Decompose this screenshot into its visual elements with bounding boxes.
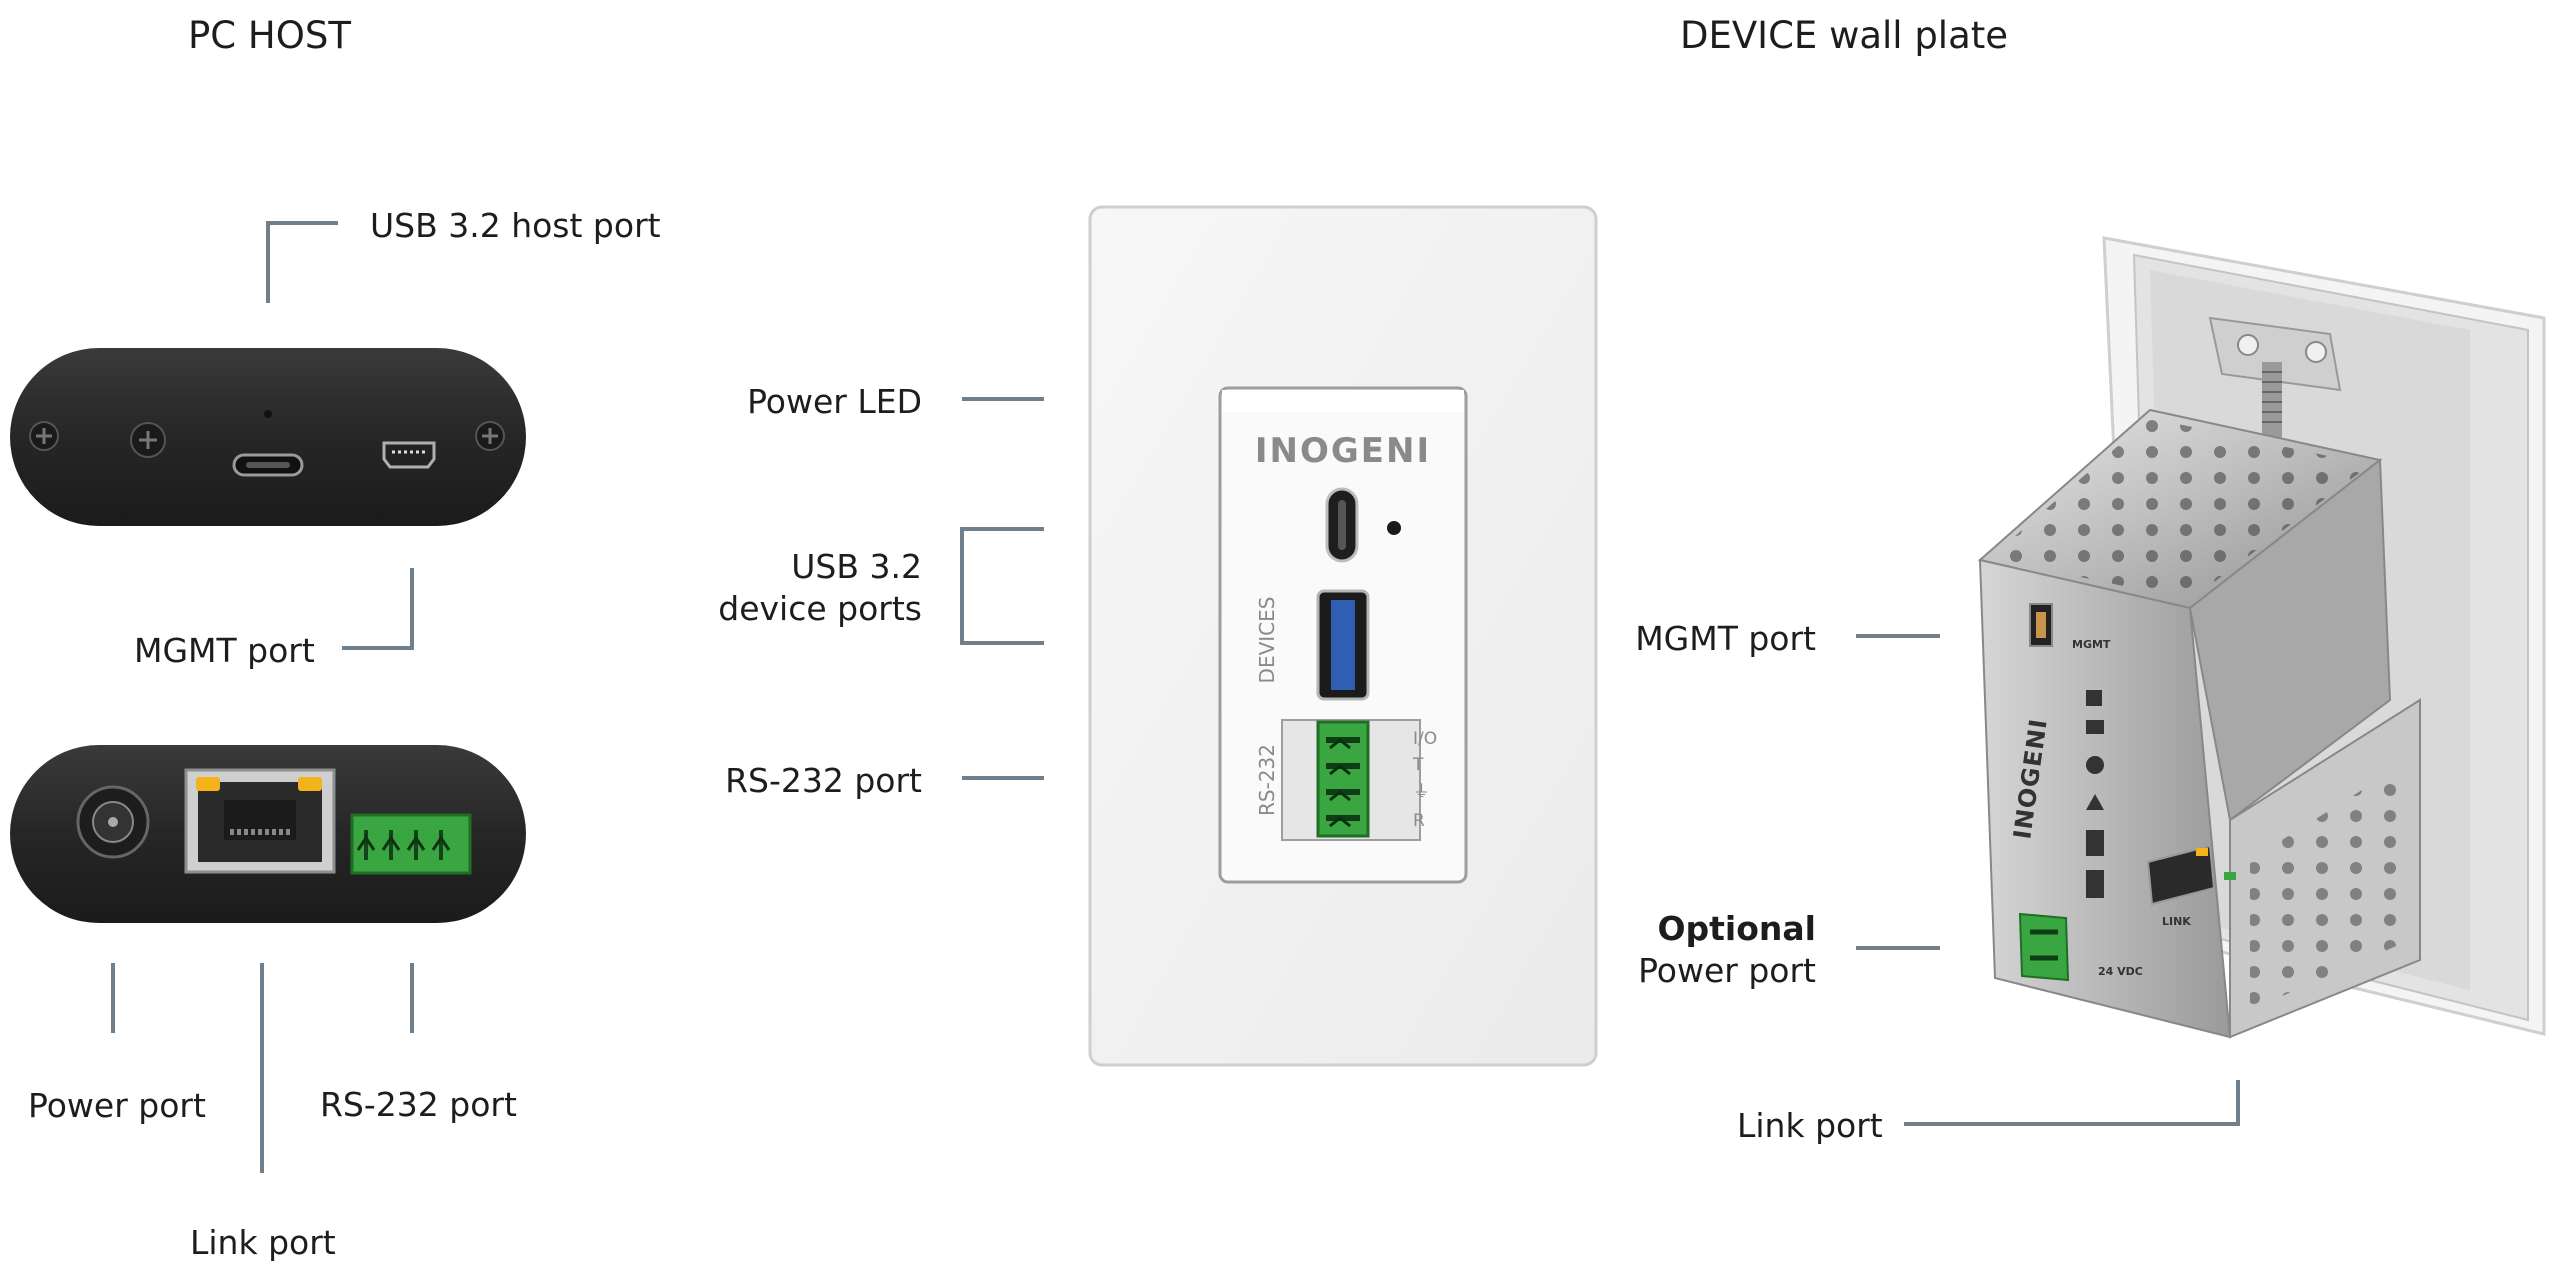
usb-c-port: [1325, 487, 1359, 563]
usb-a-port: [1316, 589, 1370, 701]
pc-host-front-unit: [10, 348, 526, 526]
terminal-label-t: T: [1412, 755, 1424, 775]
label-optional: Optional: [1657, 909, 1816, 948]
terminal-label-io: I/O: [1413, 729, 1437, 749]
ground-icon: ⏚: [1413, 782, 1430, 802]
vdc-text: 24 VDC: [2098, 965, 2143, 978]
label-link-port: Link port: [190, 1223, 336, 1262]
mounting-bracket: [2208, 316, 2342, 442]
terminal-label-r: R: [1413, 811, 1425, 831]
wall-plate-front: INOGENI DEVICES RS-232 I/O T ⏚ R: [1088, 205, 1598, 1067]
terminal-block: [350, 813, 472, 875]
power-led: [1387, 521, 1401, 535]
usb-c-port: [232, 453, 304, 477]
label-power-led: Power LED: [747, 382, 922, 421]
mini-usb-port: [382, 441, 436, 469]
wall-plate-back-leader-lines: [1856, 634, 2240, 1126]
heading-device-wall-plate: DEVICE wall plate: [1680, 14, 2009, 57]
label-optional-power-port: Power port: [1638, 951, 1816, 990]
link-text: LINK: [2162, 915, 2191, 928]
pc-host-leader-lines: [111, 221, 414, 1173]
mgmt-text: MGMT: [2072, 638, 2111, 651]
label-link-port-back: Link port: [1737, 1106, 1883, 1145]
brand-logo: INOGENI: [1255, 431, 1431, 471]
label-mgmt-port-back: MGMT port: [1635, 619, 1816, 658]
label-usb-device-ports-line1: USB 3.2: [791, 547, 922, 586]
heading-pc-host: PC HOST: [188, 14, 351, 57]
label-usb-host-port: USB 3.2 host port: [370, 206, 661, 245]
link-port: [2146, 844, 2236, 906]
screw-icon: [475, 421, 505, 451]
label-rs232-port: RS-232 port: [320, 1085, 517, 1124]
label-rs232-port-front: RS-232 port: [725, 761, 922, 800]
label-mgmt-port: MGMT port: [134, 631, 315, 670]
devices-text: DEVICES: [1255, 597, 1279, 684]
terminal-block: [1316, 720, 1370, 838]
screw-icon: [130, 422, 166, 458]
mgmt-port: [2029, 603, 2053, 647]
wall-plate-front-leader-lines: [960, 397, 1044, 780]
label-power-port: Power port: [28, 1086, 206, 1125]
metal-enclosure: [1977, 408, 2421, 1039]
indicator-led: [264, 410, 272, 418]
power-terminal-block: [2018, 912, 2070, 982]
screw-icon: [29, 421, 59, 451]
pc-host-rear-unit: [10, 745, 526, 923]
wall-plate-back: MGMT INOGENI LINK 24 VDC: [1977, 236, 2546, 1039]
certification-marks: [2086, 690, 2104, 898]
ethernet-port: [184, 768, 336, 874]
power-jack: [76, 785, 150, 859]
rs232-text: RS-232: [1255, 744, 1279, 816]
label-usb-device-ports-line2: device ports: [718, 589, 922, 628]
